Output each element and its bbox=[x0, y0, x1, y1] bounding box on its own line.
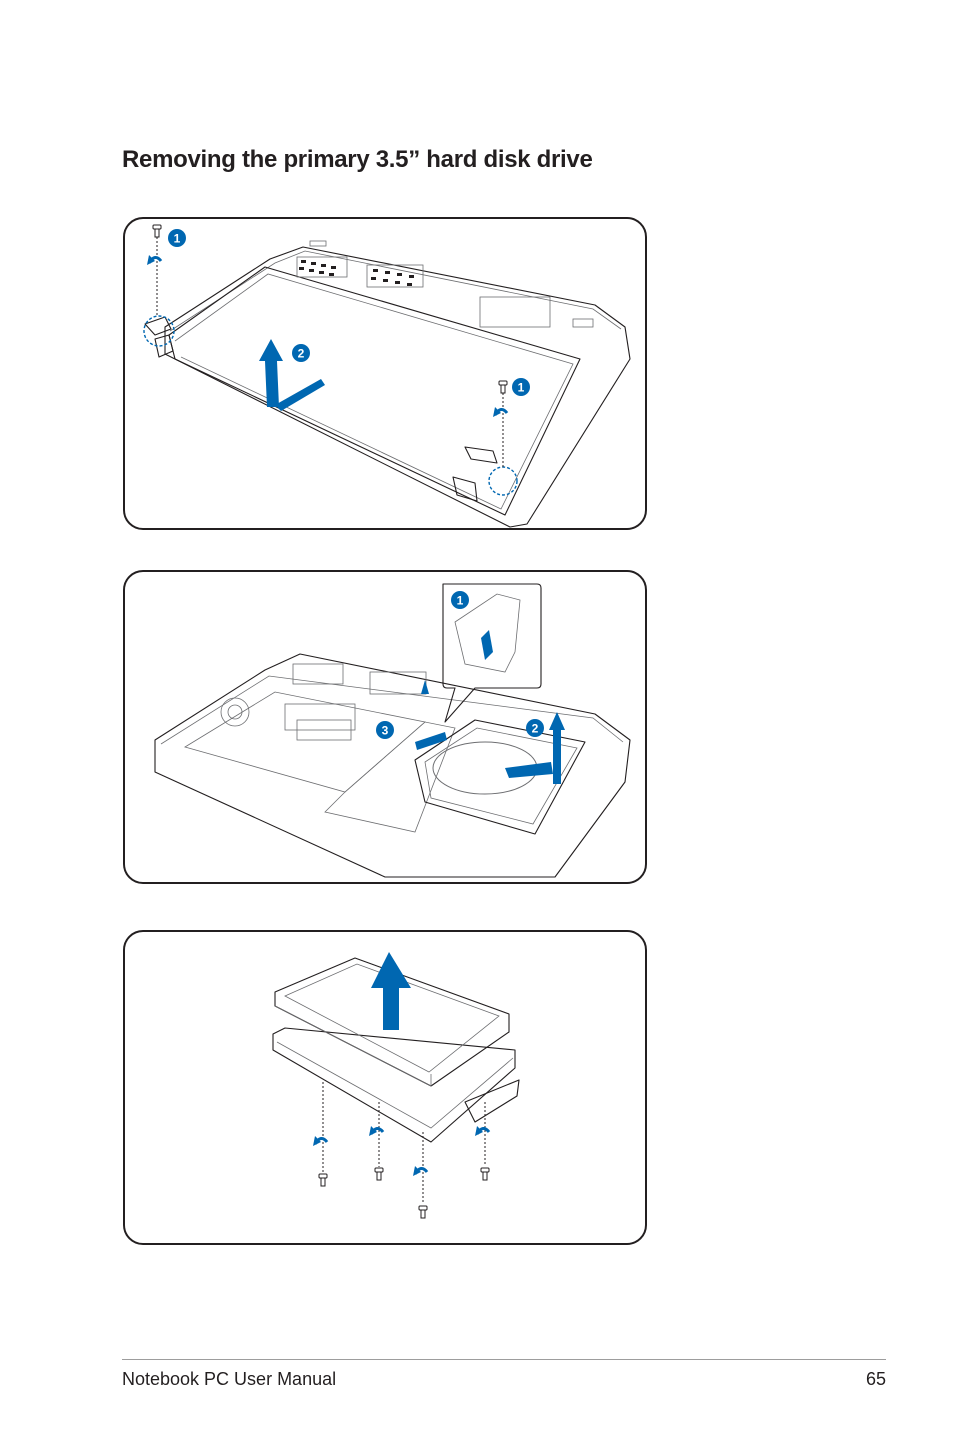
svg-text:1: 1 bbox=[174, 232, 181, 246]
step-badge: 1 bbox=[512, 378, 530, 396]
figure-remove-cover: 1 2 1 bbox=[123, 217, 647, 530]
step-badge: 2 bbox=[292, 344, 310, 362]
step-badge: 1 bbox=[168, 229, 186, 247]
page-title: Removing the primary 3.5” hard disk driv… bbox=[122, 146, 593, 173]
svg-text:3: 3 bbox=[382, 724, 389, 738]
svg-text:1: 1 bbox=[457, 594, 464, 608]
svg-text:1: 1 bbox=[518, 381, 525, 395]
hdd-bay-illustration: 1 3 2 bbox=[154, 583, 631, 878]
step-badge: 1 bbox=[451, 591, 469, 609]
svg-text:2: 2 bbox=[298, 347, 305, 361]
step-badge: 3 bbox=[376, 721, 394, 739]
step-badge: 2 bbox=[526, 719, 544, 737]
svg-text:2: 2 bbox=[532, 722, 539, 736]
page-number: 65 bbox=[865, 1369, 886, 1389]
figure-remove-bracket bbox=[123, 930, 647, 1245]
laptop-bottom-illustration: 1 2 1 bbox=[143, 224, 631, 528]
footer-manual-title: Notebook PC User Manual bbox=[122, 1369, 337, 1389]
figure-remove-hdd: 1 3 2 bbox=[123, 570, 647, 884]
hdd-bracket-illustration bbox=[272, 952, 520, 1219]
footer-divider bbox=[122, 1359, 886, 1360]
